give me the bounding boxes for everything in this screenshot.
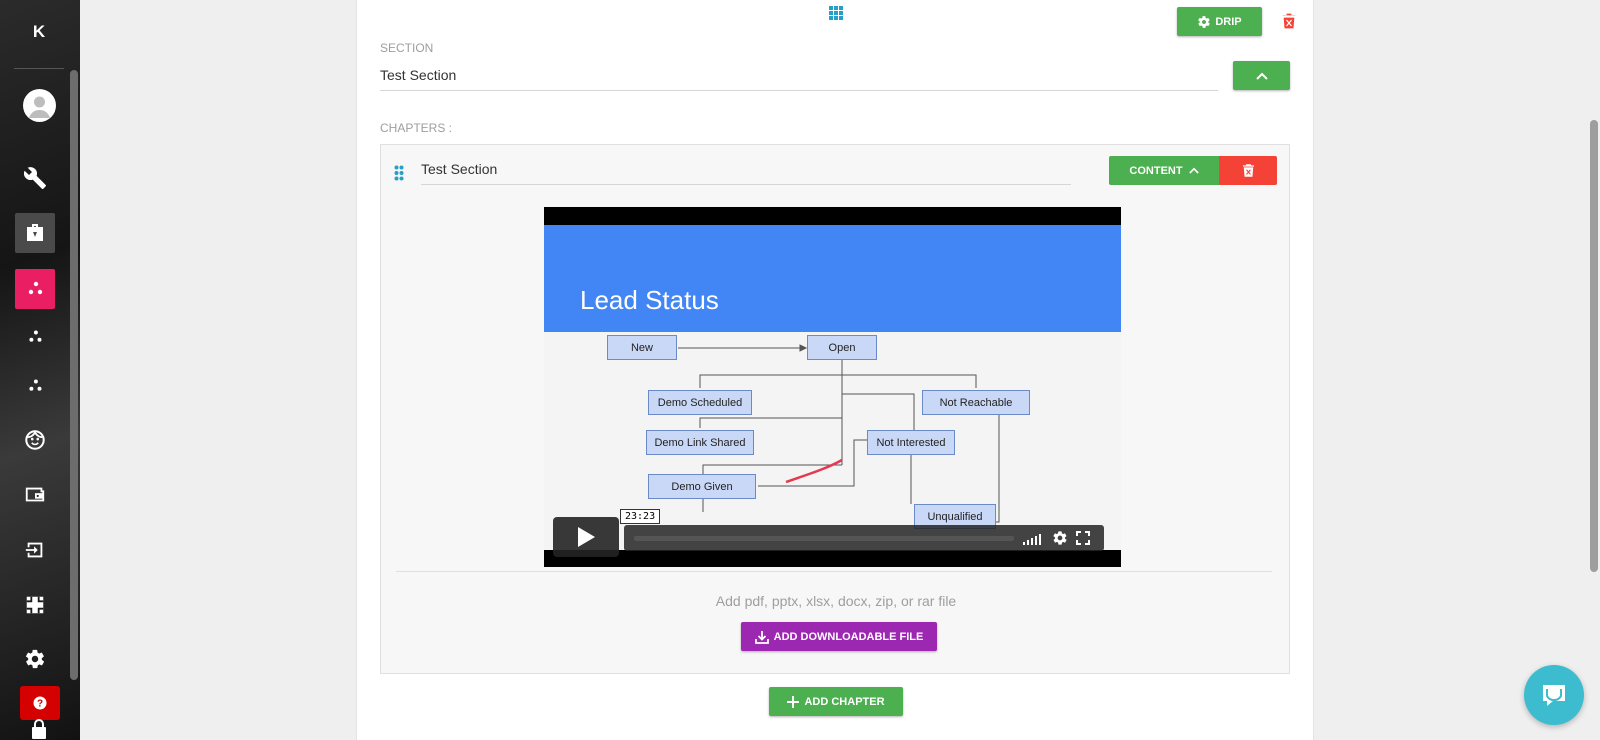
chevron-up-icon — [1188, 167, 1199, 174]
face-icon — [25, 430, 45, 450]
sidebar-item-members[interactable] — [15, 420, 55, 460]
video-time: 23:23 — [620, 509, 661, 524]
dots-icon — [29, 330, 42, 342]
play-button[interactable] — [553, 517, 619, 557]
fullscreen-icon[interactable] — [1076, 531, 1090, 545]
chat-button[interactable] — [1524, 665, 1584, 725]
slide-header — [544, 225, 1121, 332]
trash-icon — [1242, 164, 1254, 177]
sidebar-item-fullscreen[interactable] — [15, 585, 55, 625]
video-controls: 23:23 — [544, 509, 1121, 557]
video-progress-bar[interactable] — [634, 536, 1014, 541]
chevron-up-icon — [1255, 72, 1268, 80]
login-icon — [25, 542, 43, 558]
node-unqualified: Unqualified — [914, 504, 996, 529]
briefcase-icon — [27, 224, 43, 241]
dots-icon — [28, 281, 43, 295]
volume-icon[interactable] — [1022, 532, 1046, 546]
sidebar-item-settings[interactable] — [15, 639, 55, 679]
chapters-label: CHAPTERS : — [380, 121, 453, 135]
help-button[interactable]: ? — [20, 686, 60, 720]
grid-icon[interactable] — [827, 4, 845, 22]
gear-icon — [25, 649, 45, 669]
dots-icon — [29, 379, 42, 391]
plus-icon — [787, 695, 800, 708]
video-player[interactable]: Lead Status — [544, 207, 1121, 567]
node-not-reachable: Not Reachable — [922, 390, 1030, 415]
drip-button-label: DRIP — [1215, 15, 1242, 28]
section-label: SECTION — [380, 41, 434, 55]
section-editor-card: DRIP SECTION Test Section CHAPTERS : Tes… — [356, 0, 1314, 740]
node-not-interested: Not Interested — [867, 430, 955, 455]
diagram-connectors — [678, 344, 1000, 523]
sidebar-divider — [14, 68, 64, 69]
node-demo-link-shared: Demo Link Shared — [646, 430, 754, 455]
help-icon: ? — [33, 696, 47, 710]
chat-icon — [1543, 685, 1565, 706]
sidebar-item-tools[interactable] — [15, 158, 55, 198]
brand-logo[interactable]: K — [32, 22, 46, 41]
video-control-bar — [624, 525, 1104, 551]
node-demo-scheduled: Demo Scheduled — [648, 390, 752, 415]
lock-icon[interactable] — [30, 718, 48, 740]
sidebar-item-modules[interactable] — [15, 317, 55, 357]
gear-icon[interactable] — [1052, 530, 1068, 546]
add-downloadable-file-button[interactable]: ADD DOWNLOADABLE FILE — [741, 622, 937, 651]
add-downloadable-file-label: ADD DOWNLOADABLE FILE — [773, 630, 924, 643]
section-title-input[interactable]: Test Section — [380, 63, 1218, 91]
add-chapter-label: ADD CHAPTER — [804, 695, 885, 708]
sidebar: K ? — [0, 0, 80, 740]
node-open: Open — [807, 335, 877, 360]
svg-text:?: ? — [37, 699, 43, 710]
node-new: New — [607, 335, 677, 360]
content-toggle-button[interactable]: CONTENT — [1109, 156, 1219, 185]
collapse-section-button[interactable] — [1233, 61, 1290, 90]
chapter-title-input[interactable]: Test Section — [421, 157, 1071, 185]
sidebar-item-payments[interactable] — [15, 475, 55, 515]
slide-title: Lead Status — [580, 285, 719, 315]
download-icon — [754, 630, 769, 644]
page-scrollbar[interactable] — [1590, 120, 1598, 572]
chapter-divider — [396, 571, 1272, 572]
gear-icon — [1198, 15, 1211, 28]
delete-section-icon[interactable] — [1282, 13, 1296, 29]
node-demo-given: Demo Given — [648, 474, 756, 499]
sidebar-item-login[interactable] — [15, 530, 55, 570]
sidebar-item-briefcase[interactable] — [15, 213, 55, 253]
wrench-icon — [23, 167, 46, 189]
drag-handle-icon[interactable] — [394, 165, 404, 181]
drip-button[interactable]: DRIP — [1177, 7, 1262, 36]
wallet-icon — [25, 487, 45, 502]
delete-chapter-button[interactable] — [1219, 156, 1277, 185]
content-button-label: CONTENT — [1129, 164, 1183, 177]
chapter-item: Test Section CONTENT Lead Status — [380, 144, 1290, 674]
sidebar-scrollbar[interactable] — [70, 70, 78, 680]
fullscreen-icon — [26, 596, 44, 614]
sidebar-item-groups[interactable] — [15, 366, 55, 406]
sidebar-item-courses[interactable] — [15, 269, 55, 309]
avatar[interactable] — [23, 89, 56, 122]
upload-hint: Add pdf, pptx, xlsx, docx, zip, or rar f… — [715, 593, 957, 609]
add-chapter-button[interactable]: ADD CHAPTER — [769, 687, 903, 716]
play-icon — [578, 527, 595, 547]
